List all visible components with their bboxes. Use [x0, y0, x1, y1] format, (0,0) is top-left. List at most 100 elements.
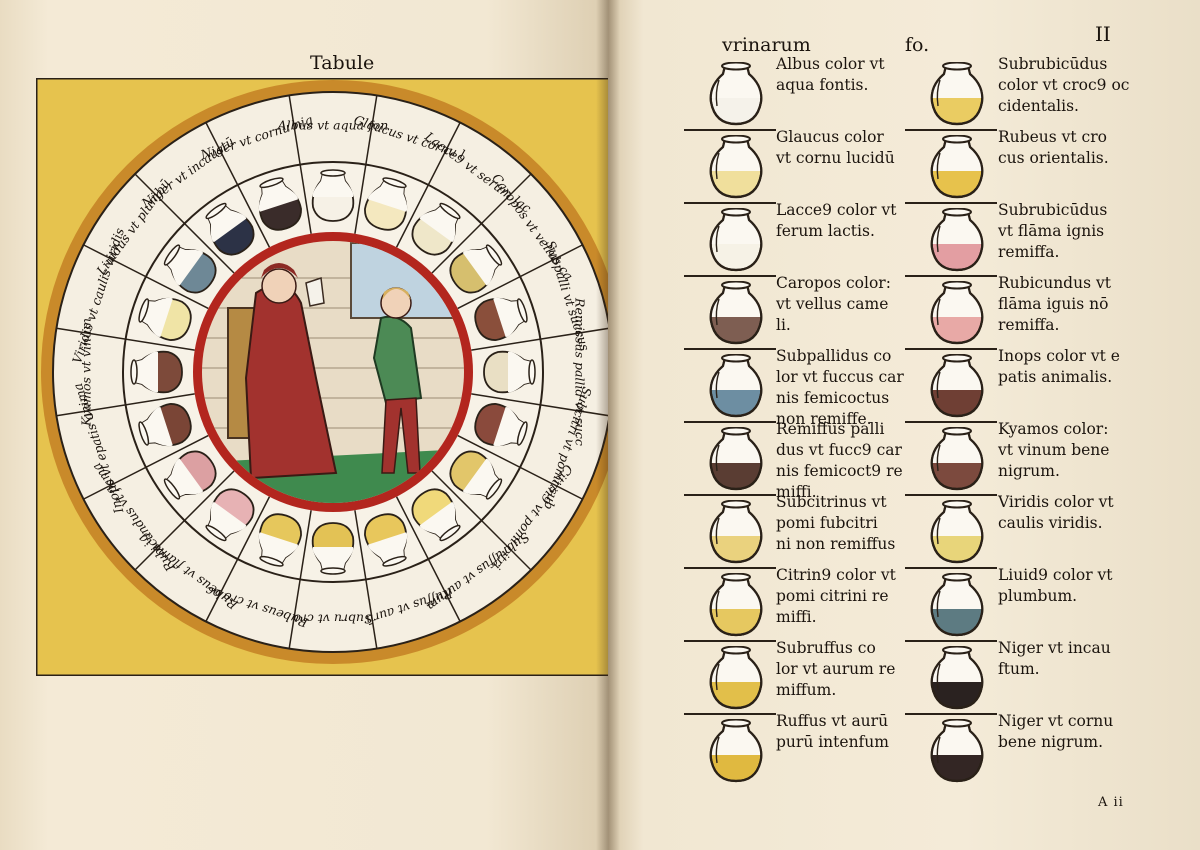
wheel-flask — [163, 244, 217, 294]
urine-color-entry: Rubeus vt cro cus orientalis. — [998, 128, 1109, 167]
urine-color-entry: Niger vt cornu bene nigrum. — [998, 712, 1114, 751]
wheel-spoke — [431, 173, 532, 274]
wheel-flask — [311, 522, 355, 575]
wheel-spoke — [205, 122, 271, 248]
assistant-hose — [381, 397, 421, 474]
wheel-spoke — [134, 470, 235, 571]
wheel-flask — [474, 297, 528, 341]
wheel-spoke — [205, 496, 271, 622]
urine-flask-icon — [705, 135, 767, 201]
wheel-spoke — [56, 393, 195, 417]
wheel-flask — [364, 513, 408, 567]
urine-flask-icon — [705, 646, 767, 712]
wheel-spoke — [83, 434, 209, 500]
wheel-spoke — [56, 327, 195, 351]
wheel-flask — [205, 202, 255, 256]
entry-divider — [905, 421, 997, 423]
urine-color-entry: Subrubicūdus vt flāma ignis remiffa. — [998, 201, 1108, 261]
entry-divider — [905, 567, 997, 569]
wheel-label: Subru vt cro — [293, 612, 372, 627]
urine-color-entry: Viridis color vt caulis viridis. — [998, 493, 1114, 532]
physician-cap — [261, 263, 298, 278]
urine-color-entry: Inops color vt e patis animalis. — [998, 347, 1120, 386]
wheel-label: Remissus pallid vt succ — [573, 297, 588, 446]
assistant-hair — [382, 287, 411, 300]
entry-divider — [684, 640, 776, 642]
entry-divider — [905, 129, 997, 131]
entry-divider — [905, 640, 997, 642]
urine-flask-icon — [926, 208, 988, 274]
urine-flask-icon — [705, 208, 767, 274]
urine-flask-icon — [926, 500, 988, 566]
running-head-fo: fo. — [905, 34, 930, 56]
urine-flask-icon — [705, 500, 767, 566]
wheel-flask — [163, 450, 217, 500]
urine-flask-icon — [705, 354, 767, 420]
entry-divider — [905, 275, 997, 277]
urine-color-entry: Glaucus color vt cornu lucidū — [776, 128, 895, 167]
wheel-flask — [411, 488, 461, 542]
urine-color-entry: Rubicundus vt flāma iguis nō remiffa. — [998, 274, 1111, 334]
urine-color-entry: Subcitrinus vt pomi fubcitri ni non remi… — [776, 493, 896, 553]
wheel-spoke — [354, 95, 378, 234]
wheel-flask — [130, 350, 183, 394]
wheel-spoke — [134, 173, 235, 274]
wheel-label: Kyamos vt vinum — [79, 318, 94, 427]
wheel-flask — [258, 513, 302, 567]
wheel-flask — [311, 169, 355, 222]
urine-flask-icon — [705, 719, 767, 785]
wheel-flask — [138, 297, 192, 341]
wheel-spoke — [395, 122, 461, 248]
wheel-spoke — [395, 496, 461, 622]
held-flask — [305, 276, 325, 307]
urine-flask-icon — [926, 354, 988, 420]
wheel-flasks — [130, 169, 536, 575]
wheel-flask — [205, 488, 255, 542]
entry-divider — [905, 202, 997, 204]
folio-number: II — [1095, 22, 1111, 46]
urine-flask-icon — [926, 719, 988, 785]
entry-divider — [684, 494, 776, 496]
wheel-spoke — [471, 393, 608, 417]
wheel-flask — [364, 177, 408, 231]
urine-color-entry: Subpallidus co lor vt fuccus car nis fem… — [776, 347, 904, 428]
urine-flask-icon — [926, 135, 988, 201]
right-page — [608, 0, 1200, 850]
entry-divider — [684, 713, 776, 715]
entry-divider — [905, 713, 997, 715]
urine-flask-icon — [705, 281, 767, 347]
urine-flask-icon — [926, 427, 988, 493]
urine-flask-icon — [926, 646, 988, 712]
wheel-flask — [138, 403, 192, 447]
page-title: Tabule — [310, 52, 375, 74]
urine-color-entry: Subrubicūdus color vt croc9 oc cidentali… — [998, 55, 1130, 115]
wheel-spoke — [457, 434, 583, 500]
urine-color-entry: Albus color vt aqua fontis. — [776, 55, 885, 94]
wheel-flask — [474, 403, 528, 447]
wheel-spoke — [354, 510, 378, 649]
wheel-spoke — [288, 95, 312, 234]
urine-color-entry: Kyamos color: vt vinum bene nigrum. — [998, 420, 1110, 480]
wheel-spoke — [471, 327, 608, 351]
wheel-spoke — [83, 244, 209, 310]
physician-head — [261, 268, 297, 304]
urine-flask-icon — [926, 62, 988, 128]
entry-divider — [684, 348, 776, 350]
wheel-flask — [449, 450, 503, 500]
urine-color-entry: Ruffus vt aurū purū intenfum — [776, 712, 889, 751]
wheel-flask — [411, 202, 461, 256]
wheel-spokes — [56, 95, 608, 649]
wheel-spoke — [431, 470, 532, 571]
urine-color-entry: Remiffus palli dus vt fucc9 car nis femi… — [776, 420, 903, 501]
urine-flask-icon — [705, 62, 767, 128]
urine-color-entry: Niger vt incau ftum. — [998, 639, 1111, 678]
urine-color-entry: Citrin9 color vt pomi citrini re miffi. — [776, 566, 896, 626]
urine-color-entry: Liuid9 color vt plumbum. — [998, 566, 1113, 605]
entry-divider — [684, 567, 776, 569]
urine-flask-icon — [926, 573, 988, 639]
consultation-scene — [202, 241, 464, 503]
urine-color-entry: Lacce9 color vt ferum lactis. — [776, 201, 897, 240]
entry-divider — [684, 202, 776, 204]
